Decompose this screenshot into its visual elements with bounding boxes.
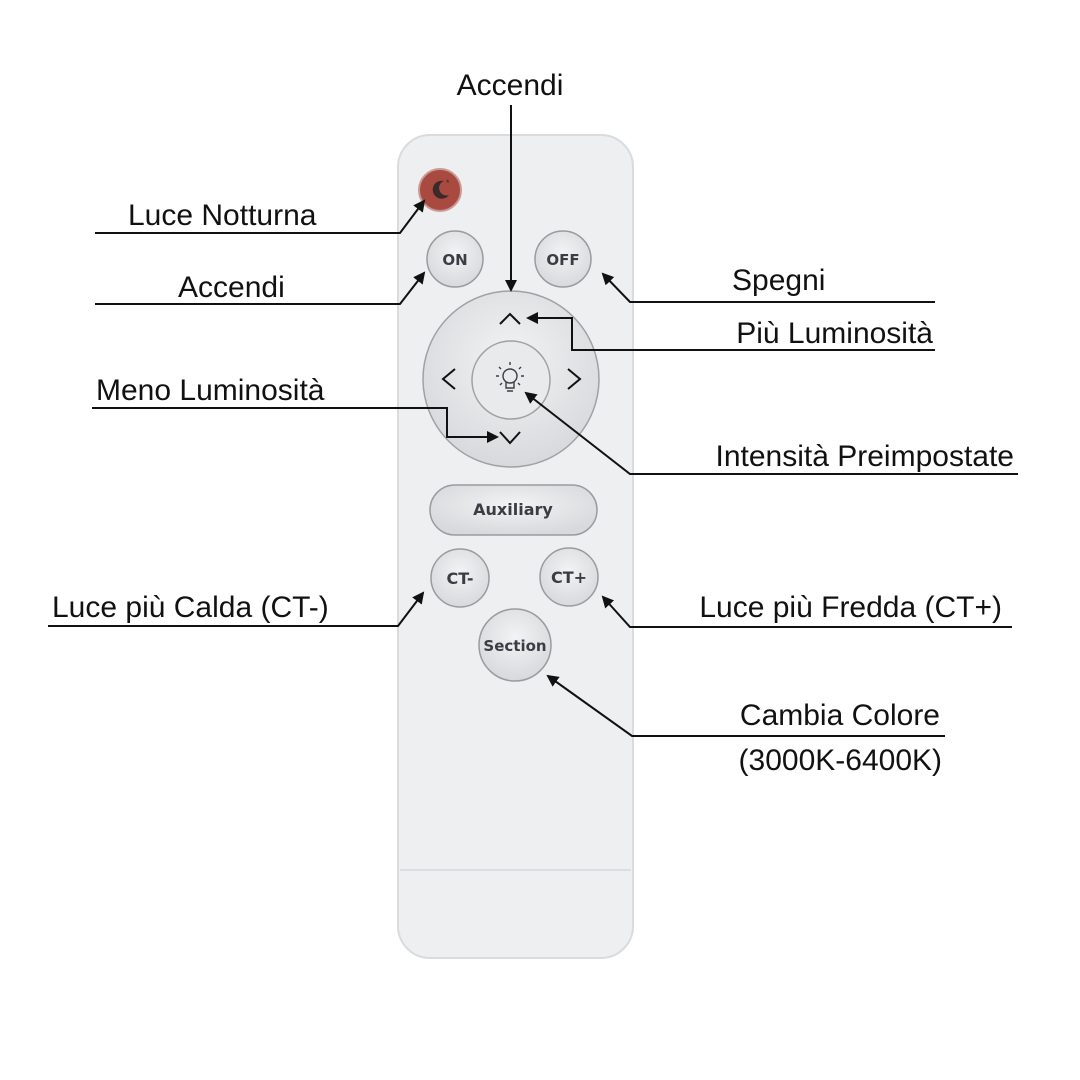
callout-lines (48, 105, 1018, 737)
moon-star-icon: * (432, 178, 450, 199)
label-warmer: Luce più Calda (CT-) (52, 591, 329, 624)
label-top-on: Accendi (457, 69, 564, 102)
dpad-left-button[interactable] (441, 368, 456, 390)
off-button-label: OFF (546, 251, 579, 269)
on-button[interactable]: ON (426, 230, 484, 288)
label-color-change: Cambia Colore (740, 699, 940, 732)
on-button-label: ON (442, 251, 467, 269)
off-button[interactable]: OFF (534, 230, 592, 288)
dpad-up-button[interactable] (499, 312, 521, 325)
label-on: Accendi (178, 271, 285, 304)
ct-plus-label: CT+ (551, 568, 587, 587)
auxiliary-button[interactable]: Auxiliary (429, 484, 598, 536)
dpad-right-button[interactable] (567, 368, 582, 390)
label-cooler: Luce più Fredda (CT+) (699, 591, 1002, 624)
section-button[interactable]: Section (478, 608, 552, 682)
ct-minus-label: CT- (447, 569, 474, 588)
svg-text:*: * (446, 178, 450, 188)
label-color-range: (3000K-6400K) (739, 744, 942, 777)
section-button-label: Section (483, 637, 546, 655)
label-off: Spegni (732, 264, 825, 297)
dpad-down-button[interactable] (499, 431, 521, 445)
ct-minus-button[interactable]: CT- (430, 548, 490, 608)
label-brighter: Più Luminosità (736, 317, 933, 350)
ct-plus-button[interactable]: CT+ (539, 547, 599, 607)
night-light-button[interactable]: * (418, 168, 462, 212)
label-dimmer: Meno Luminosità (96, 374, 325, 407)
label-presets: Intensità Preimpostate (716, 440, 1015, 473)
lightbulb-icon (496, 362, 524, 392)
preset-intensity-button[interactable] (471, 340, 551, 420)
label-night-light: Luce Notturna (128, 199, 317, 232)
auxiliary-button-label: Auxiliary (473, 500, 553, 519)
